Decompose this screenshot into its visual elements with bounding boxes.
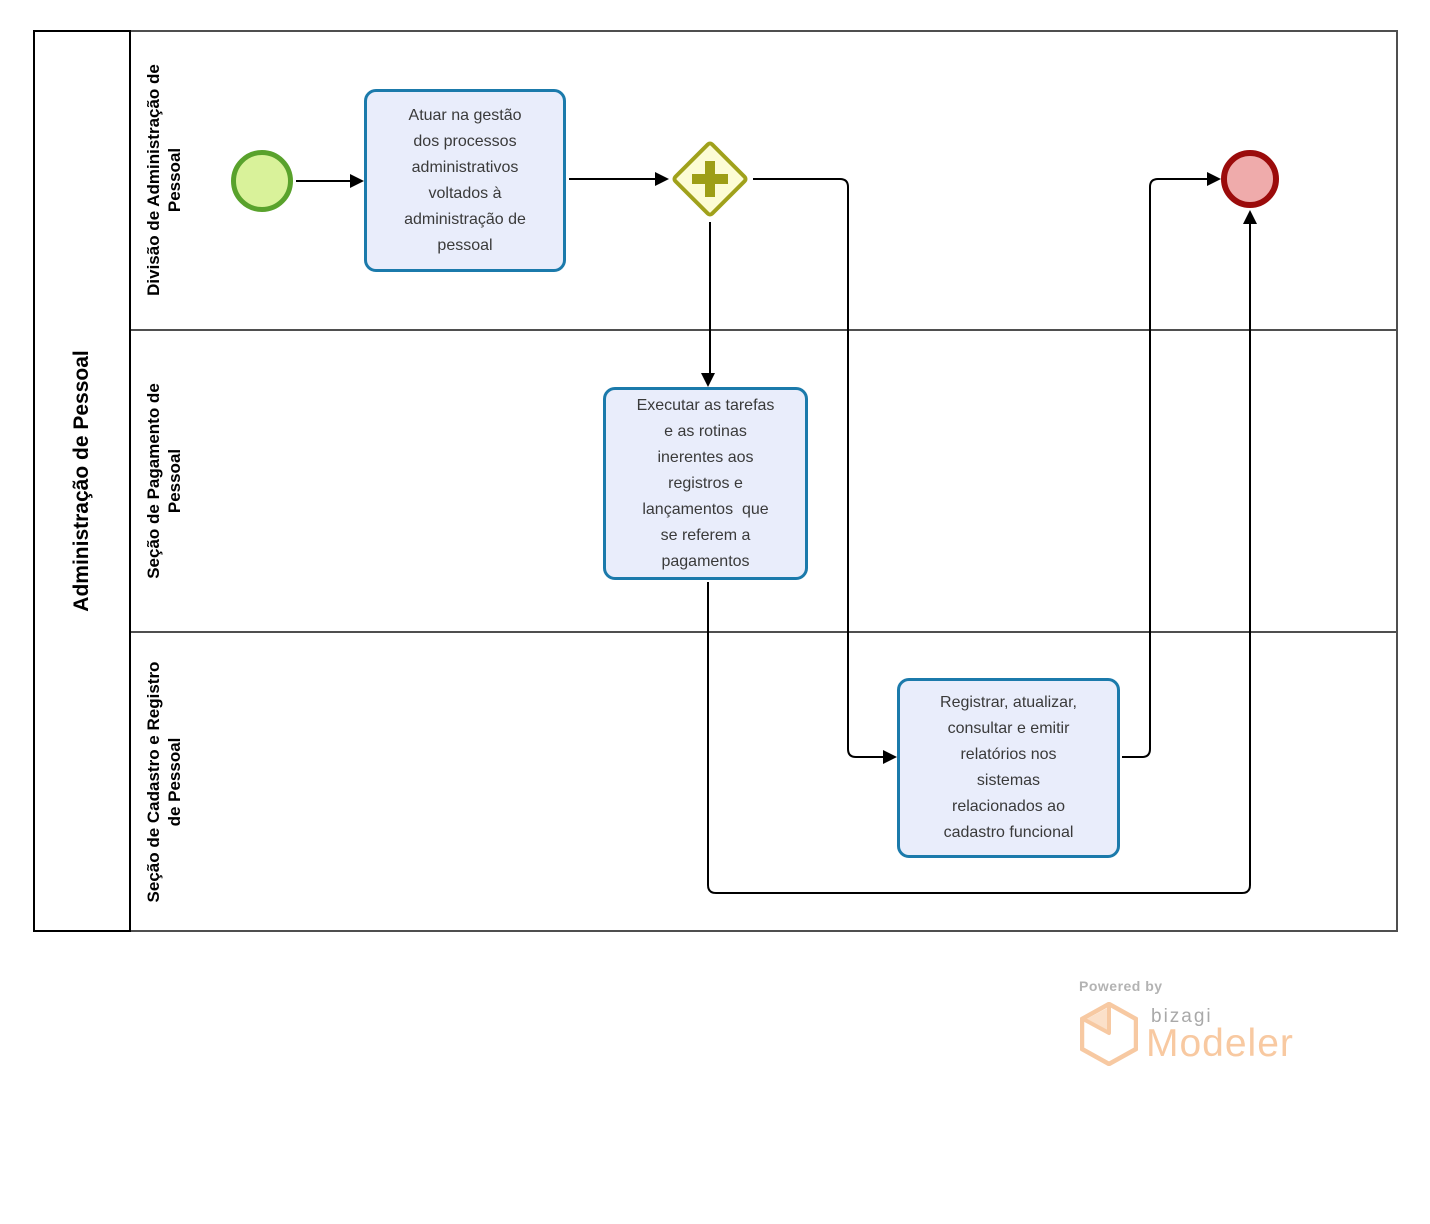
modeler-product-text: Modeler: [1146, 1022, 1294, 1065]
task-label: Registrar, atualizar, consultar e emitir…: [940, 694, 1077, 841]
lane-divider-1: [131, 329, 1396, 331]
task-label: Executar as tarefas e as rotinas inerent…: [636, 396, 775, 570]
gateway-plus-icon: [705, 161, 715, 197]
end-event[interactable]: [1221, 150, 1279, 208]
task-label: Atuar na gestão dos processos administra…: [404, 106, 526, 254]
start-event[interactable]: [231, 150, 293, 212]
lane-label-divisao-administracao: Divisão de Administração de Pessoal: [144, 64, 184, 296]
powered-by-text: Powered by: [1079, 978, 1163, 994]
parallel-gateway[interactable]: [668, 137, 752, 221]
lane-label-secao-pagamento: Seção de Pagamento de Pessoal: [144, 383, 184, 579]
pool-title: Administração de Pessoal: [70, 350, 93, 612]
lane-label-secao-cadastro-registro: Seção de Cadastro e Registro de Pessoal: [144, 661, 184, 903]
task-atuar-na-gestao[interactable]: Atuar na gestão dos processos administra…: [364, 89, 566, 272]
bizagi-brand-text: bizagi: [1151, 1006, 1213, 1027]
lane-divider-2: [131, 631, 1396, 633]
task-executar-tarefas[interactable]: Executar as tarefas e as rotinas inerent…: [603, 387, 808, 580]
bizagi-hexagon-icon: [1080, 1002, 1138, 1066]
pool-title-strip: [33, 30, 131, 932]
task-registrar-atualizar[interactable]: Registrar, atualizar, consultar e emitir…: [897, 678, 1120, 858]
